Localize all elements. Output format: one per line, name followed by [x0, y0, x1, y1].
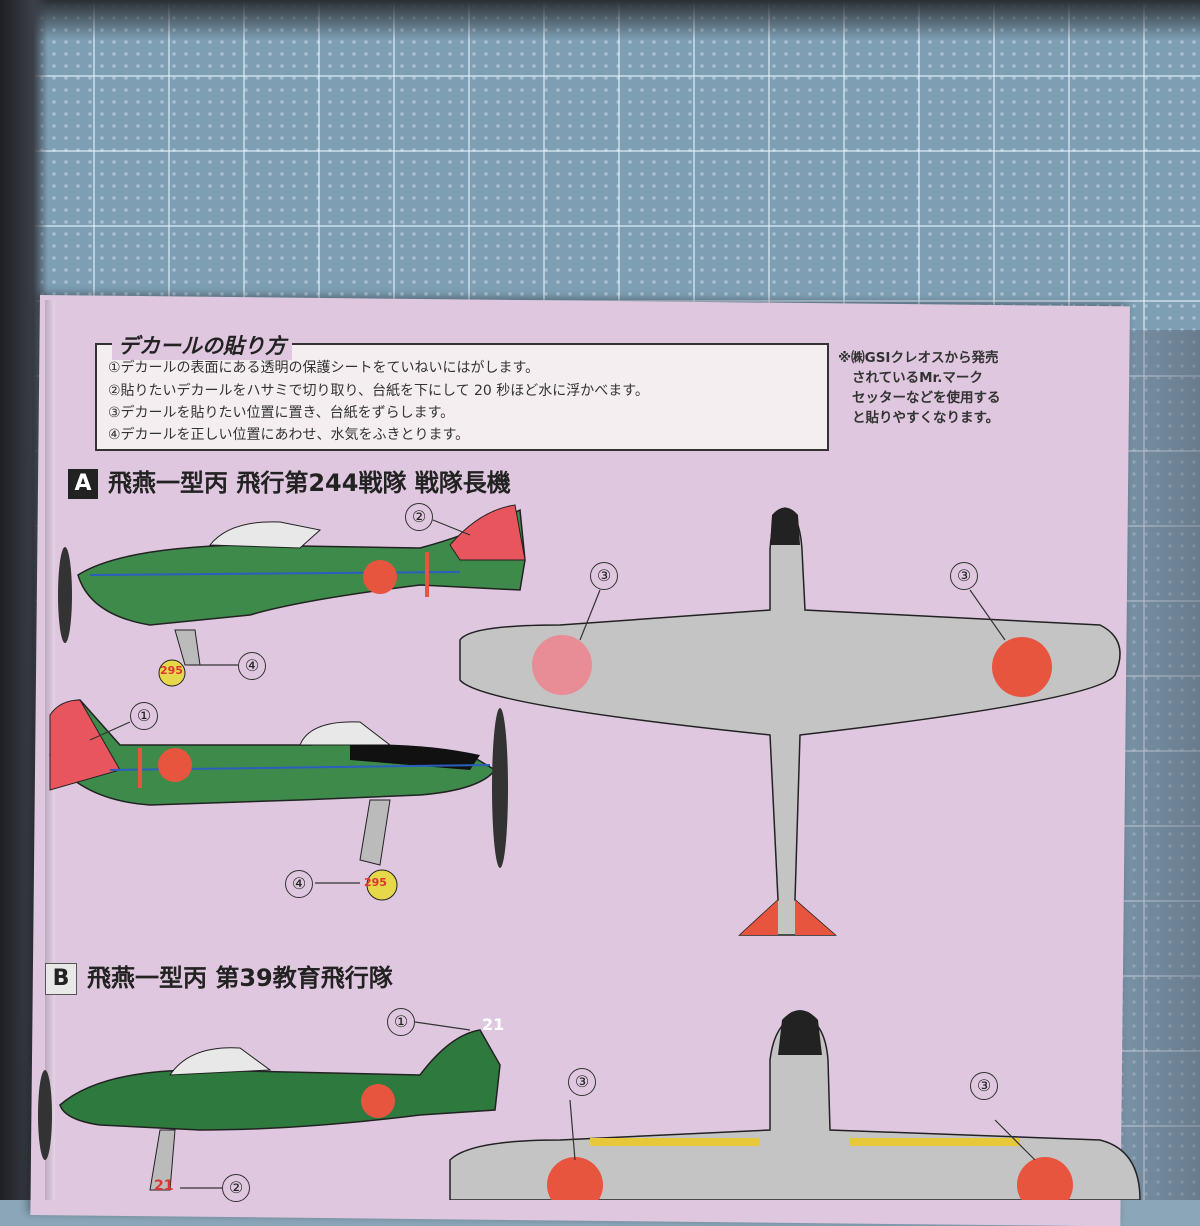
section-b-heading: B 飛燕一型丙 第39教育飛行隊 [45, 958, 393, 995]
section-a-title: 飛燕一型丙 飛行第244戦隊 戦隊長機 [108, 469, 511, 497]
dark-edge-top [0, 0, 1200, 40]
a-wheel-number-2: 295 [364, 876, 387, 889]
decal-step-3: ③デカールを貼りたい位置に置き、台紙をずらします。 [108, 405, 455, 421]
section-a-badge: A [68, 469, 98, 499]
aircraft-a-side-view-2 [49, 699, 508, 901]
aircraft-illustrations [38, 504, 1141, 1200]
note-line: されているMr.マーク [852, 370, 983, 386]
note-line: セッターなどを使用する [852, 390, 1001, 406]
note-line: ※㈱GSIクレオスから発売 [838, 350, 999, 366]
decal-instructions-box [95, 343, 829, 451]
aircraft-b-side-view [38, 1029, 501, 1191]
a-wheel-number: 295 [160, 664, 183, 677]
callout-3: ③ [568, 1068, 596, 1096]
section-b-badge: B [45, 963, 77, 995]
callout-4: ④ [238, 652, 266, 680]
decal-step-1: ①デカールの表面にある透明の保護シートをていねいにはがします。 [108, 360, 540, 376]
callout-3: ③ [970, 1072, 998, 1100]
setter-note: ※㈱GSIクレオスから発売 されているMr.マーク セッターなどを使用する と貼… [838, 348, 1048, 428]
callout-leaders [89, 519, 1036, 1189]
callout-1: ① [130, 702, 158, 730]
callout-2: ② [222, 1174, 250, 1202]
callout-4: ④ [285, 870, 313, 898]
callout-2: ② [405, 503, 433, 531]
decal-step-2: ②貼りたいデカールをハサミで切り取り、台紙を下にして 20 秒ほど水に浮かべます… [108, 383, 649, 399]
aircraft-a-side-view-1 [58, 504, 526, 687]
callout-1: ① [387, 1008, 415, 1036]
section-a-heading: A 飛燕一型丙 飛行第244戦隊 戦隊長機 [68, 463, 511, 499]
aircraft-a-plan-view [459, 507, 1121, 936]
decal-step-4: ④デカールを正しい位置にあわせ、水気をふきとります。 [108, 427, 470, 443]
b-tail-number: 21 [482, 1015, 505, 1034]
aircraft-b-plan-view [449, 1010, 1141, 1200]
callout-3: ③ [950, 562, 978, 590]
callout-3: ③ [590, 562, 618, 590]
b-wheel-number: 21 [154, 1178, 174, 1194]
note-line: と貼りやすくなります。 [852, 410, 1000, 426]
decal-instructions-title: デカールの貼り方 [112, 330, 292, 360]
section-b-title: 飛燕一型丙 第39教育飛行隊 [87, 964, 393, 992]
